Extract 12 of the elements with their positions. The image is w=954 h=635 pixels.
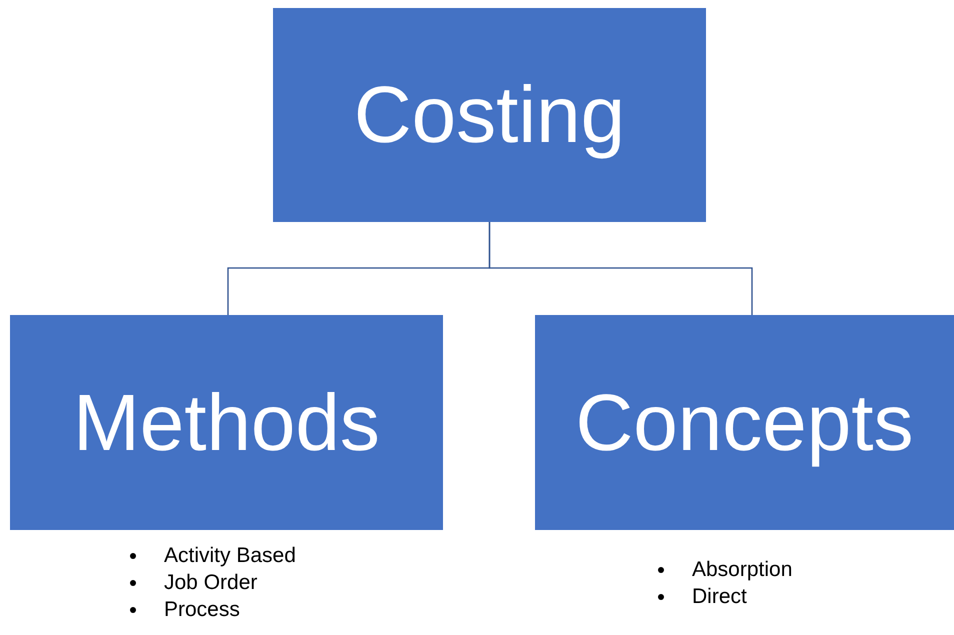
- bullet-item: Process: [164, 598, 240, 621]
- box-title: Costing: [354, 69, 626, 161]
- bullet-item: Activity Based: [164, 544, 296, 567]
- category-box: [10, 315, 443, 530]
- bullet-item: Job Order: [164, 571, 258, 594]
- category-box: [535, 315, 954, 530]
- bullet-item: Direct: [692, 585, 747, 608]
- bullet-item: Absorption: [692, 558, 792, 581]
- category-box: [273, 8, 706, 222]
- box-title: Concepts: [576, 376, 914, 468]
- connector-line: [488, 222, 753, 315]
- box-title: Methods: [73, 376, 380, 468]
